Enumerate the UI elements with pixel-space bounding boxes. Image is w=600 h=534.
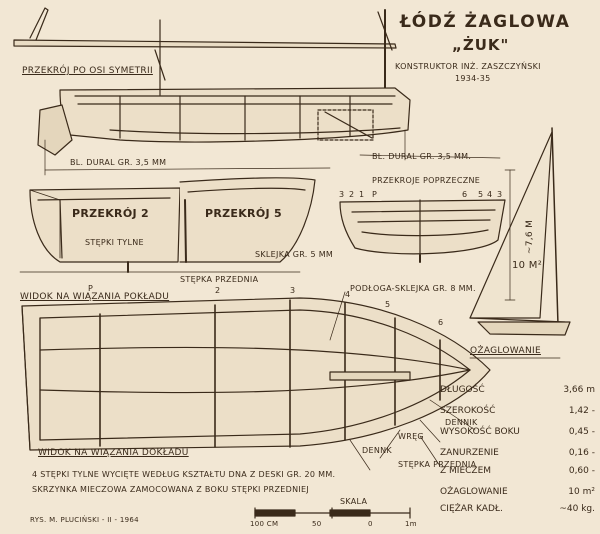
sail [469,131,553,319]
plan-station-6: 6 [438,318,444,327]
spec-row: DŁUGOŚĆ 3,66 m [440,385,595,395]
centreboard-box [317,109,374,141]
spec-label: Z MIECZEM [440,466,492,476]
sail-mast [551,127,559,326]
spec-label: WYSOKOŚĆ BOKU [440,427,520,437]
cross-sections [339,199,506,263]
spec-value: ~40 kg. [559,504,595,514]
spec-label: OŻAGLOWANIE [440,487,508,497]
rear-frames-label: STĘPKI TYLNE [85,238,144,247]
spec-label: ZANURZENIE [440,448,499,458]
dural-label-b: BL. DURAL GR. 3,5 mm. [372,152,472,161]
plan-station-2: 2 [215,286,221,295]
section-2-label: PRZEKRÓJ 2 [72,207,149,220]
boat-name: „ŻUK" [452,36,510,54]
spec-row: OŻAGLOWANIE 10 m² [440,487,595,497]
front-frame-label-b: STĘPKA PRZEDNIA [398,460,477,469]
cross-sections-label: PRZEKROJE POPRZECZNE [372,176,481,185]
plan-hull-outline [21,297,491,451]
drawing-title: ŁÓDŹ ŻAGLOWA [400,12,571,32]
scale-tick-100: 100 cm [250,520,279,528]
years-label: 1934-35 [455,74,491,83]
sail-plan-title: OŻAGLOWANIE [470,346,541,356]
mast-height-label: ~7,6 m [525,219,536,255]
plan-centreboard [329,371,411,381]
spec-value: 0,45 - [568,427,595,437]
scale-title: SKALA [340,497,368,506]
spec-value: 0,16 - [568,448,595,458]
cross-station-p: P [372,190,378,199]
spec-row: ZANURZENIE 0,16 - [440,448,595,458]
dural-label-a: BL. DURAL GR. 3,5 mm [70,158,167,167]
note-1: 4 STĘPKI TYLNE WYCIĘTE WEDŁUG KSZTAŁTU D… [32,470,336,479]
cross-station-3b: 3 [497,190,503,199]
sail-plan [469,127,571,336]
scale-bar [254,507,411,519]
note-2: SKRZYNKA MIECZOWA ZAMOCOWANA Z BOKU STĘP… [32,485,310,494]
spec-row: CIĘŻAR KADŁ. ~40 kg. [440,504,595,514]
rudder [37,104,73,156]
section-5-label: PRZEKRÓJ 5 [205,207,282,220]
plan-station-5: 5 [385,300,391,309]
scale-tick-1m: 1m [405,520,417,528]
floor-ply-label: PODŁOGA-SKLEJKA GR. 8 mm. [350,284,476,293]
dennik-label-b: DENNK [362,446,392,455]
section-5-outline [179,177,316,263]
cross-station-4: 4 [487,190,493,199]
front-frame-label: STĘPKA PRZEDNIA [180,275,259,284]
scale-tick-50: 50 [312,520,322,528]
spec-value: 0,60 - [568,466,595,476]
scale-tick-0: 0 [368,520,373,528]
spec-label: DŁUGOŚĆ [440,385,485,395]
plan-station-p: P [88,284,94,293]
longitudinal-section [13,7,501,176]
plan-top-label: WIDOK NA WIĄZANIA POKŁADU [20,292,170,302]
sail-hull [477,321,571,336]
plan-bottom-label: WIDOK NA WIĄZANIA DOKŁADU [38,448,189,458]
constructor-label: KONSTRUKTOR INŻ. ZASZCZYŃSKI [395,62,541,71]
spec-row: WYSOKOŚĆ BOKU 0,45 - [440,427,595,437]
spec-row: Z MIECZEM 0,60 - [440,466,595,476]
cross-station-5: 5 [478,190,484,199]
wreg-label: WRĘG [398,432,424,441]
tiller-top [29,7,49,41]
spec-row: SZEROKOŚĆ 1,42 - [440,406,595,416]
dennik-label-a: DENNIK [445,418,478,427]
spec-value: 1,42 - [568,406,595,416]
cross-station-2: 2 [349,190,355,199]
cross-station-1: 1 [359,190,365,199]
section-2-outline [29,187,181,263]
plywood-label: SKLEJKA GR. 5 mm [255,250,334,259]
cross-station-6: 6 [462,190,468,199]
cross-outline-outer [339,199,506,255]
plan-station-4: 4 [345,290,351,299]
spec-value: 10 m² [568,487,595,497]
symmetry-section-label: PRZEKRÓJ PO OSI SYMETRII [22,66,153,76]
drawn-by: RYS. M. PLUCIŃSKI - II - 1964 [30,516,139,524]
sail-area-label: 10 m² [512,260,543,271]
spec-label: CIĘŻAR KADŁ. [440,504,503,514]
spec-value: 3,66 m [563,385,595,395]
spec-label: SZEROKOŚĆ [440,406,496,416]
plan-station-3: 3 [290,286,296,295]
cross-station-3: 3 [339,190,345,199]
plan-view [21,291,491,471]
section-2-5 [19,177,316,273]
boom [13,39,397,49]
